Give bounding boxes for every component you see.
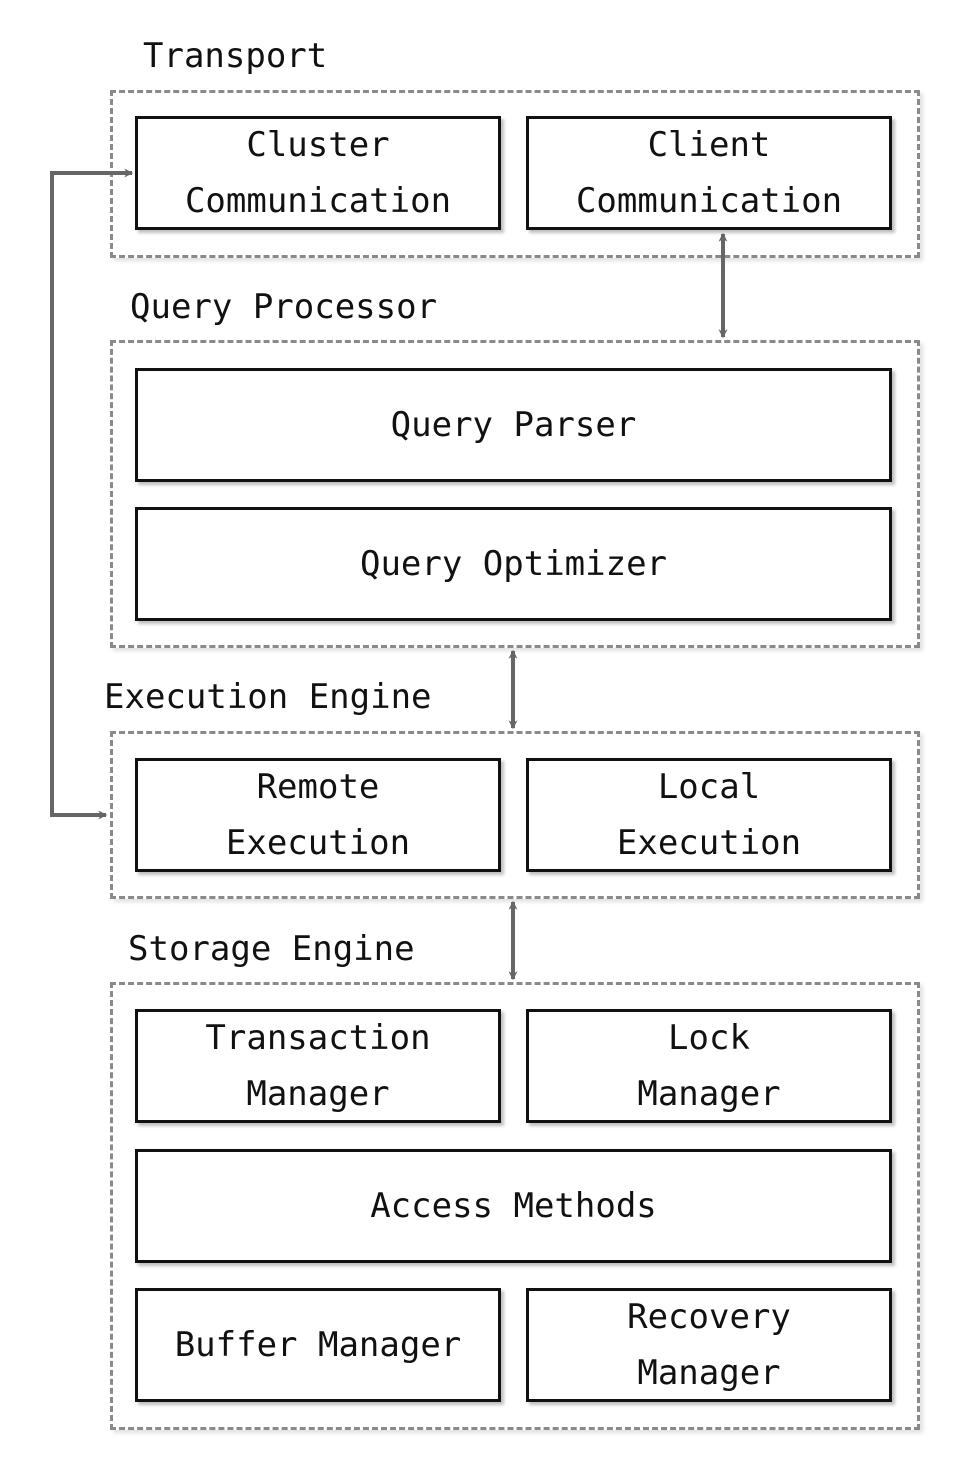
cluster-communication-box: Cluster Communication [135,116,501,230]
lock-manager-box: Lock Manager [526,1009,892,1123]
access-methods-box: Access Methods [135,1149,892,1263]
remote-execution-box: Remote Execution [135,758,501,872]
query-parser-box: Query Parser [135,368,892,482]
group-storage-engine [110,982,920,1430]
group-label-query-processor: Query Processor [130,287,438,327]
recovery-manager-box: Recovery Manager [526,1288,892,1402]
query-optimizer-box: Query Optimizer [135,507,892,621]
local-execution-box: Local Execution [526,758,892,872]
group-label-execution-engine: Execution Engine [104,677,432,717]
buffer-manager-box: Buffer Manager [135,1288,501,1402]
client-communication-box: Client Communication [526,116,892,230]
arrow-remote-execution-to-cluster-communication [50,168,134,820]
transaction-manager-box: Transaction Manager [135,1009,501,1123]
group-label-transport: Transport [143,36,328,76]
group-label-storage-engine: Storage Engine [128,929,415,969]
